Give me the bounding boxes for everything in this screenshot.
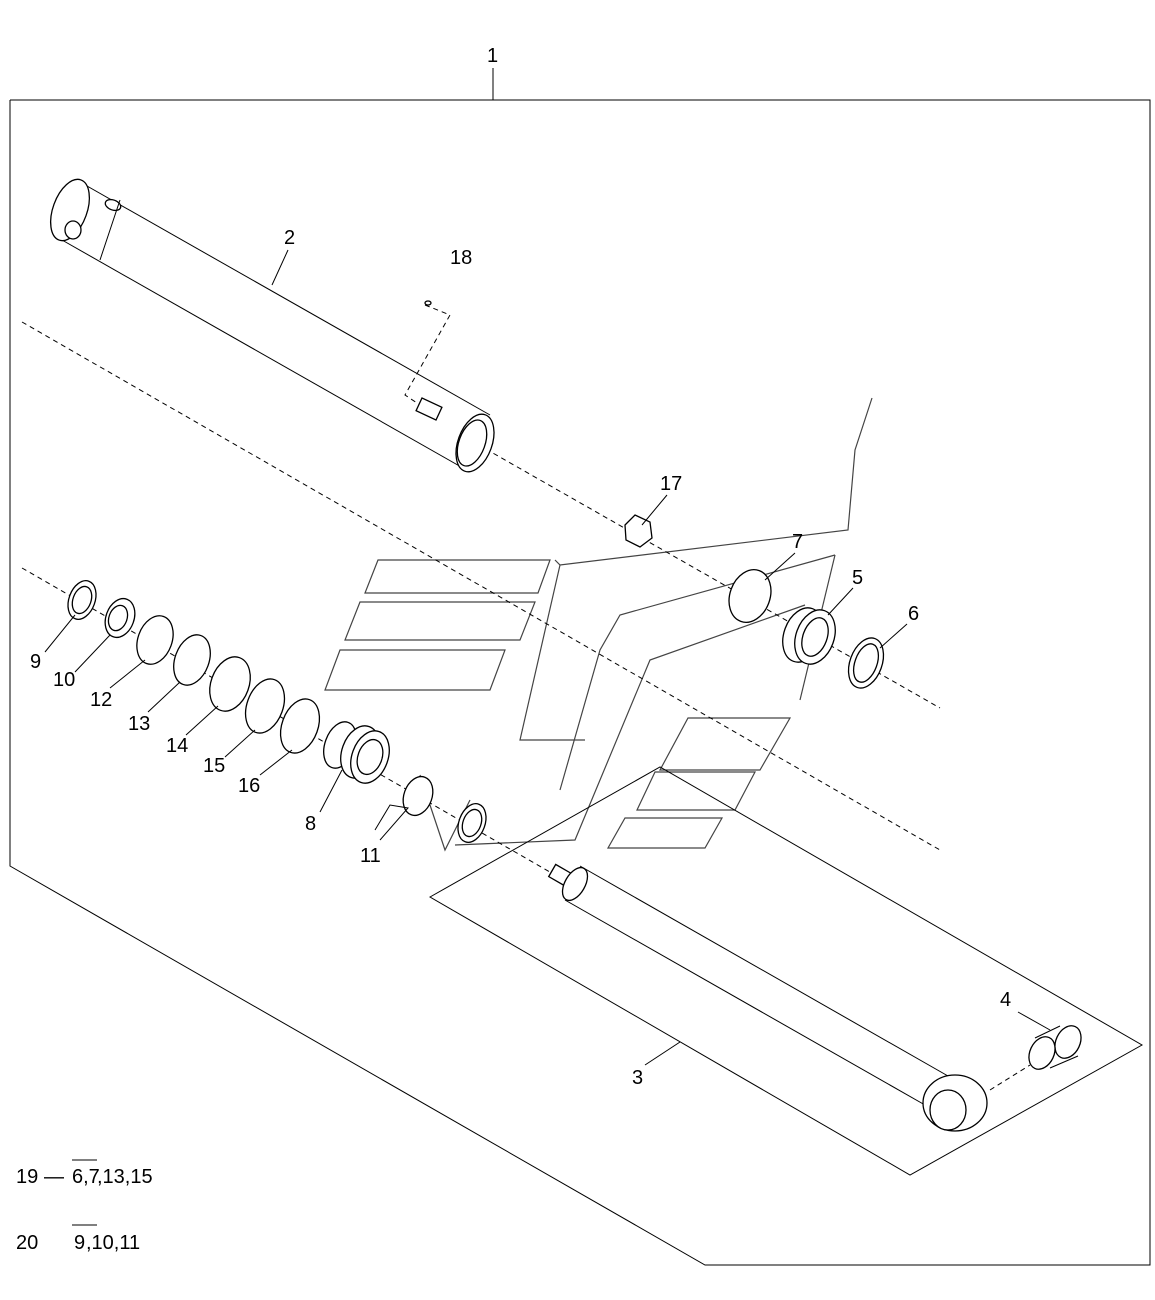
rod-assembly-outline bbox=[428, 766, 1144, 1176]
kit-items-underlined: 9 bbox=[74, 1232, 85, 1254]
callout-16: 16 bbox=[238, 775, 260, 797]
callout-2: 2 bbox=[284, 227, 295, 249]
callout-15: 15 bbox=[203, 755, 225, 777]
callout-4: 4 bbox=[1000, 989, 1011, 1011]
callout-8: 8 bbox=[305, 813, 316, 835]
kit-items: ,13,15 bbox=[97, 1166, 153, 1188]
callout-13: 13 bbox=[128, 713, 150, 735]
callout-18: 18 bbox=[450, 247, 472, 269]
seal-stack bbox=[67, 580, 321, 754]
rod-end-bushing bbox=[1028, 1025, 1082, 1070]
leader-lines bbox=[44, 249, 1051, 1066]
lock-nut bbox=[624, 514, 653, 548]
callout-labels: 1 2 3 4 5 6 7 8 9 10 11 12 13 14 15 16 1… bbox=[30, 45, 1011, 1089]
rod-seal bbox=[457, 803, 487, 843]
piston bbox=[323, 721, 390, 784]
callout-3: 3 bbox=[632, 1067, 643, 1089]
cylinder-tube bbox=[49, 178, 495, 473]
kit-items-underlined: 6,7 bbox=[72, 1166, 100, 1188]
callout-12: 12 bbox=[90, 689, 112, 711]
callout-10: 10 bbox=[53, 669, 75, 691]
piston-rod bbox=[547, 863, 988, 1132]
callout-1: 1 bbox=[487, 45, 498, 67]
kit-dash: — bbox=[44, 1166, 64, 1188]
gland-seal bbox=[847, 637, 885, 689]
kit-row: 20 9 ,10,11 bbox=[16, 1224, 140, 1254]
centerlines bbox=[21, 304, 1031, 1091]
callout-6: 6 bbox=[908, 603, 919, 625]
callout-11: 11 bbox=[360, 845, 381, 867]
kit-row: 19 — 6,7 ,13,15 bbox=[16, 1159, 153, 1188]
wear-ring bbox=[728, 569, 772, 623]
callout-7: 7 bbox=[792, 531, 803, 553]
kit-number: 20 bbox=[16, 1232, 38, 1254]
callout-5: 5 bbox=[852, 567, 863, 589]
bushing bbox=[402, 775, 434, 817]
callout-17: 17 bbox=[660, 473, 682, 495]
kit-number: 19 bbox=[16, 1166, 38, 1188]
callout-14: 14 bbox=[166, 735, 188, 757]
gland bbox=[782, 607, 836, 665]
callout-9: 9 bbox=[30, 651, 41, 673]
kit-items: ,10,11 bbox=[86, 1232, 140, 1254]
assembly-outline bbox=[9, 68, 1151, 1266]
grease-fitting bbox=[415, 300, 443, 421]
kit-legend: 19 — 6,7 ,13,15 20 9 ,10,11 bbox=[16, 1159, 153, 1254]
